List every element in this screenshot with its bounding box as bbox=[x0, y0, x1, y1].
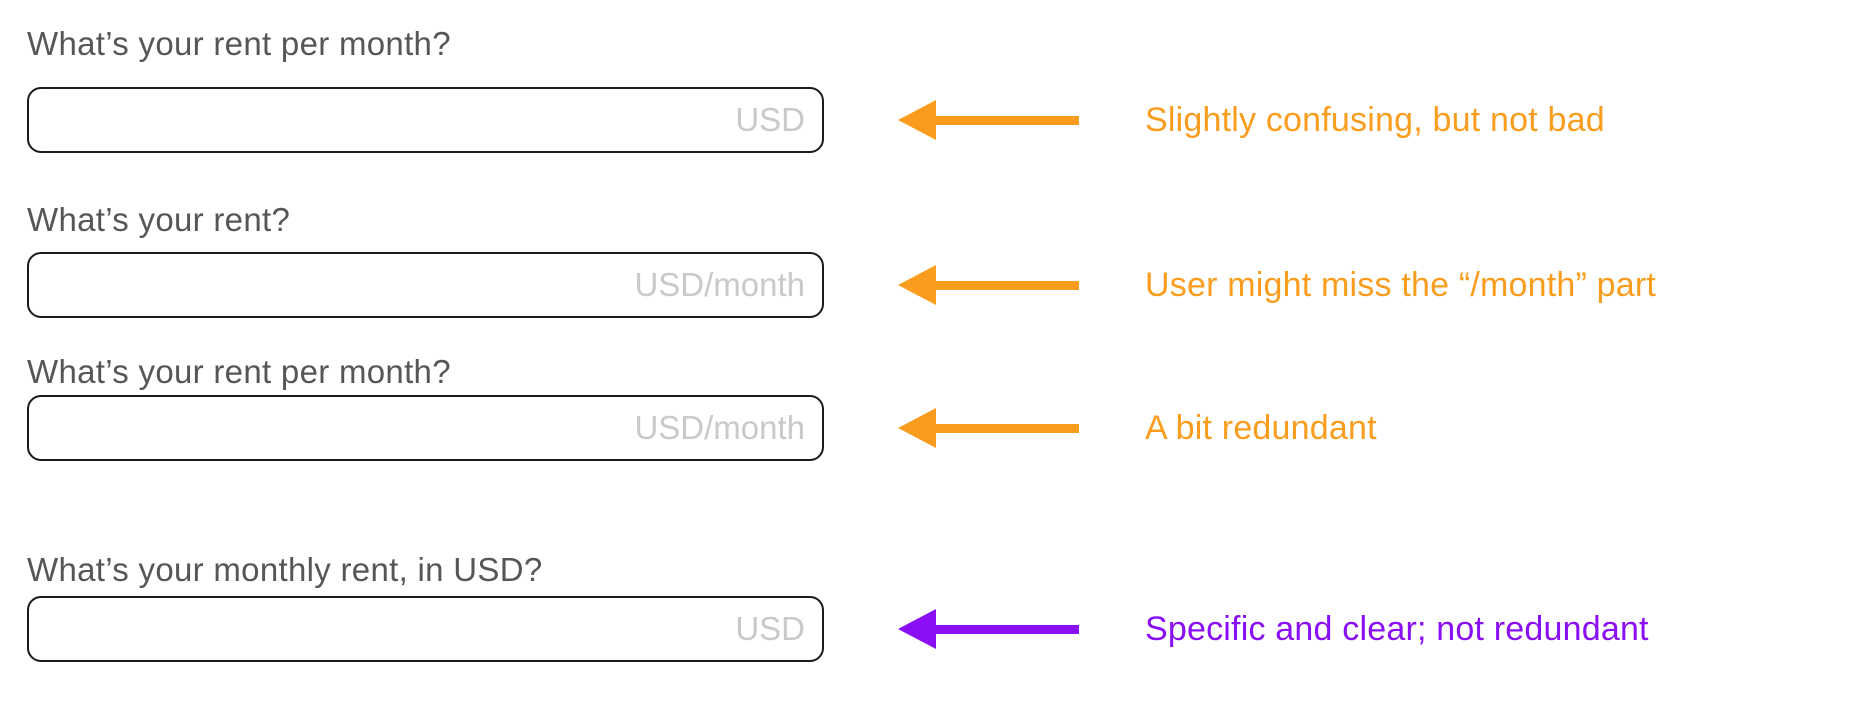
rent-input-3[interactable] bbox=[27, 395, 824, 461]
rent-input-2[interactable] bbox=[27, 252, 824, 318]
field-label-monthly-rent-usd: What’s your monthly rent, in USD? bbox=[27, 551, 543, 588]
left-arrow-head-icon bbox=[898, 100, 936, 140]
arrow-shaft bbox=[935, 280, 1079, 290]
field-label-rent-2: What’s your rent? bbox=[27, 201, 291, 238]
arrow-shaft bbox=[935, 115, 1079, 125]
annotation-specific-and-clear: Specific and clear; not redundant bbox=[1145, 610, 1649, 648]
arrow-shaft bbox=[935, 423, 1079, 433]
left-arrow-orange-2 bbox=[898, 265, 1079, 305]
rent-input-1[interactable] bbox=[27, 87, 824, 153]
arrow-shaft bbox=[935, 624, 1079, 634]
annotation-bit-redundant: A bit redundant bbox=[1145, 409, 1377, 447]
left-arrow-head-icon bbox=[898, 609, 936, 649]
annotation-might-miss-month: User might miss the “/month” part bbox=[1145, 266, 1657, 304]
field-label-rent-per-month-1: What’s your rent per month? bbox=[27, 25, 451, 62]
annotation-slightly-confusing: Slightly confusing, but not bad bbox=[1145, 101, 1605, 139]
left-arrow-head-icon bbox=[898, 408, 936, 448]
rent-input-4[interactable] bbox=[27, 596, 824, 662]
left-arrow-head-icon bbox=[898, 265, 936, 305]
left-arrow-orange-3 bbox=[898, 408, 1079, 448]
field-label-rent-per-month-3: What’s your rent per month? bbox=[27, 353, 451, 390]
left-arrow-orange-1 bbox=[898, 100, 1079, 140]
left-arrow-purple bbox=[898, 609, 1079, 649]
